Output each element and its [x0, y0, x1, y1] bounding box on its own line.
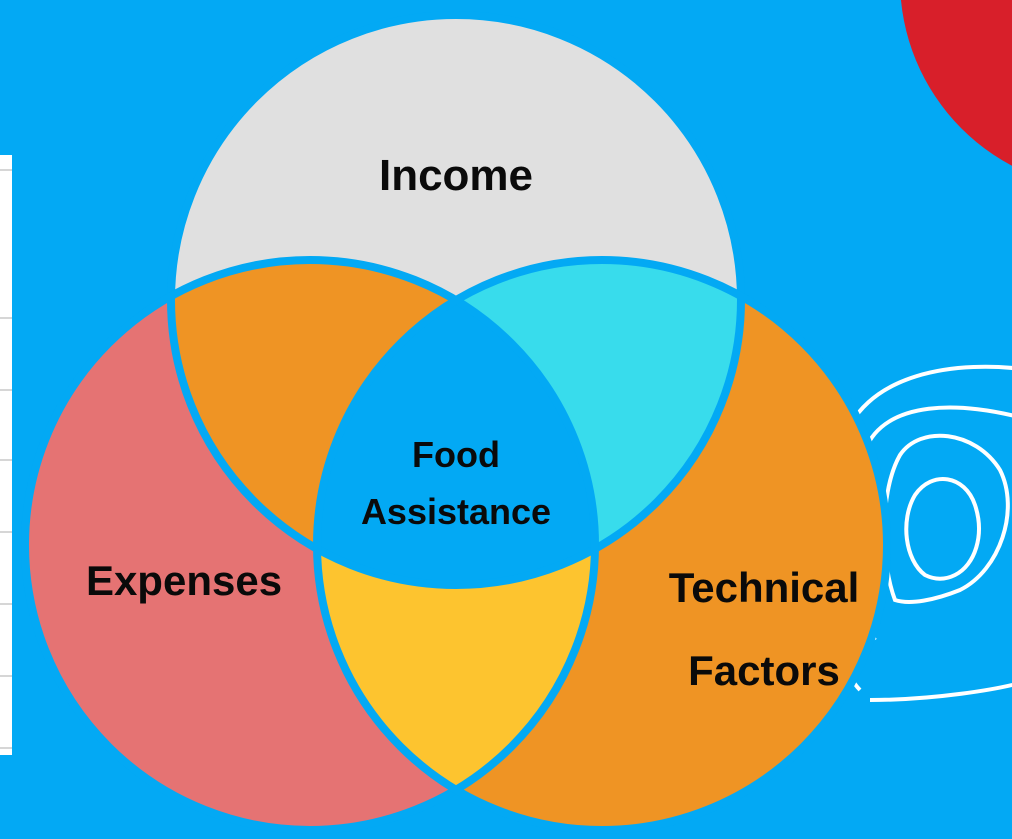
circle-outlines: [21, 11, 891, 834]
expenses-label: Expenses: [86, 557, 282, 604]
corner-accent-shape: [901, 0, 1012, 166]
food-assistance-label-line2: Assistance: [361, 491, 551, 532]
income-label: Income: [379, 151, 533, 200]
food-assistance-label-line1: Food: [412, 434, 500, 475]
left-table-lines: [0, 155, 12, 755]
technical-factors-label-line2: Factors: [688, 647, 840, 694]
food-assistance-center: [317, 260, 595, 585]
technical-factors-label-line1: Technical: [669, 564, 860, 611]
